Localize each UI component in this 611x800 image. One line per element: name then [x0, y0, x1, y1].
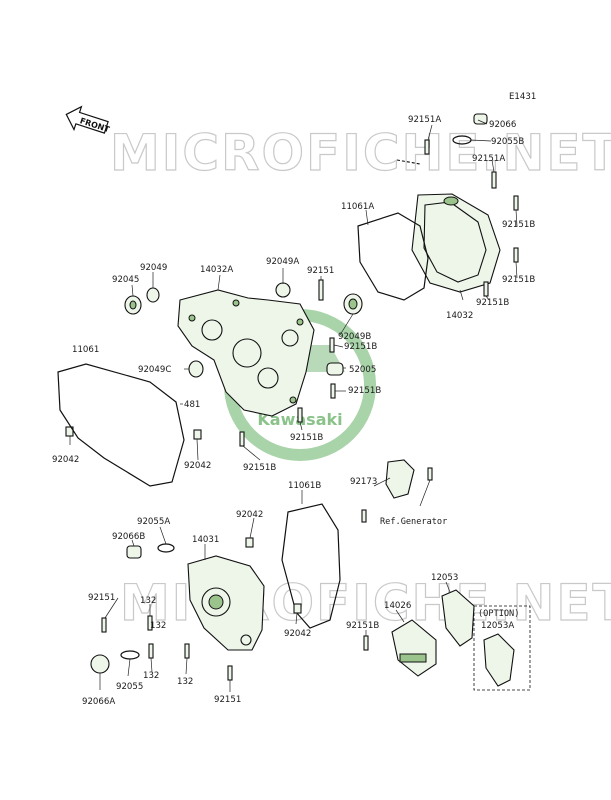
seal-92049a	[275, 282, 291, 298]
label-ref-generator: Ref.Generator	[380, 517, 447, 527]
cap-92066	[473, 113, 488, 125]
part-labels: 92151A 92066 92055B 92151A 11061A 92151B…	[52, 115, 535, 707]
label-92151b-r3: 92151B	[476, 298, 509, 308]
generator-cover-14031	[187, 555, 265, 651]
label-92042-l2: 92042	[184, 461, 211, 471]
label-132-a: 132	[140, 596, 156, 606]
bearing-92045	[124, 295, 142, 315]
plug-52005	[326, 362, 344, 376]
label-92151b-c3: 92151B	[290, 433, 323, 443]
label-92055: 92055	[116, 682, 143, 692]
label-92151a-mid: 92151A	[472, 154, 505, 164]
guard-14026-vent	[399, 653, 427, 663]
label-92151: 92151	[307, 266, 334, 276]
front-arrow-icon: FRONT	[65, 105, 111, 134]
seal-92049c	[188, 360, 204, 378]
label-12053a: 12053A	[481, 621, 514, 631]
bolt-92151b-bottom	[363, 635, 369, 651]
label-14031: 14031	[192, 535, 219, 545]
label-92049a: 92049A	[266, 257, 299, 267]
label-92066-top: 92066	[489, 120, 516, 130]
seal-92049b	[343, 293, 363, 315]
label-92066a: 92066A	[82, 697, 115, 707]
bolts-bottom-group	[101, 615, 233, 681]
guide-12053a	[483, 633, 515, 687]
option-box	[473, 605, 531, 691]
label-92049c: 92049C	[138, 365, 171, 375]
dowel-92042-left1	[65, 426, 74, 437]
leader-lines	[69, 119, 518, 692]
watermark-text-top: MICROFICHE.NET	[110, 124, 611, 182]
label-132-c: 132	[143, 671, 159, 681]
cap-92066b	[126, 545, 142, 559]
label-92049: 92049	[140, 263, 167, 273]
label-92042-l1: 92042	[52, 455, 79, 465]
label-92151-b1: 92151	[88, 593, 115, 603]
label-92066b: 92066B	[112, 532, 145, 542]
label-14026: 14026	[384, 601, 411, 611]
crankcase-cover-14032a	[177, 289, 315, 417]
oring-92055a	[157, 543, 175, 553]
gasket-11061b	[281, 503, 341, 629]
bracket-92173	[385, 459, 415, 499]
cap-92066a	[90, 654, 110, 674]
gasket-11061a	[357, 212, 429, 301]
label-92042-b2: 92042	[284, 629, 311, 639]
label-92151b-r2: 92151B	[502, 275, 535, 285]
guide-12053	[441, 589, 475, 647]
figure-code: E1431	[509, 92, 536, 102]
label-92042-b1: 92042	[236, 510, 263, 520]
label-132-b: 132	[150, 621, 166, 631]
label-14032a: 14032A	[200, 265, 233, 275]
clutch-cover-14032	[411, 193, 501, 293]
seal-92049	[146, 287, 160, 303]
label-92151b-r1: 92151B	[502, 220, 535, 230]
label-92055a: 92055A	[137, 517, 170, 527]
label-92049b: 92049B	[338, 332, 371, 342]
label-92045: 92045	[112, 275, 139, 285]
dowel-92042-bottom1	[245, 537, 254, 548]
label-92151b-c4: 92151B	[243, 463, 276, 473]
label-92151b-b: 92151B	[346, 621, 379, 631]
label-92055b-top: 92055B	[491, 137, 524, 147]
dowel-92042-bottom2	[293, 603, 302, 614]
watermark-group: MICROFICHE.NET MICROFICHE.NET Kawasaki	[109, 123, 611, 632]
label-11061a: 11061A	[341, 202, 374, 212]
label-92173: 92173	[350, 477, 377, 487]
oring-92055	[120, 650, 140, 660]
label-12053: 12053	[431, 573, 458, 583]
label-92151a-top: 92151A	[408, 115, 441, 125]
label-52005: 52005	[349, 365, 376, 375]
label-92151b-c2: 92151B	[348, 386, 381, 396]
label-11061b: 11061B	[288, 481, 321, 491]
label-11061: 11061	[72, 345, 99, 355]
dowel-92042-left2	[193, 429, 202, 440]
label-14032: 14032	[446, 311, 473, 321]
label-481: 481	[184, 400, 200, 410]
gasket-11061	[57, 363, 185, 487]
label-92151-b2: 92151	[214, 695, 241, 705]
label-option: (OPTION)	[478, 609, 519, 619]
label-92151b-c1: 92151B	[344, 342, 377, 352]
label-132-d: 132	[177, 677, 193, 687]
